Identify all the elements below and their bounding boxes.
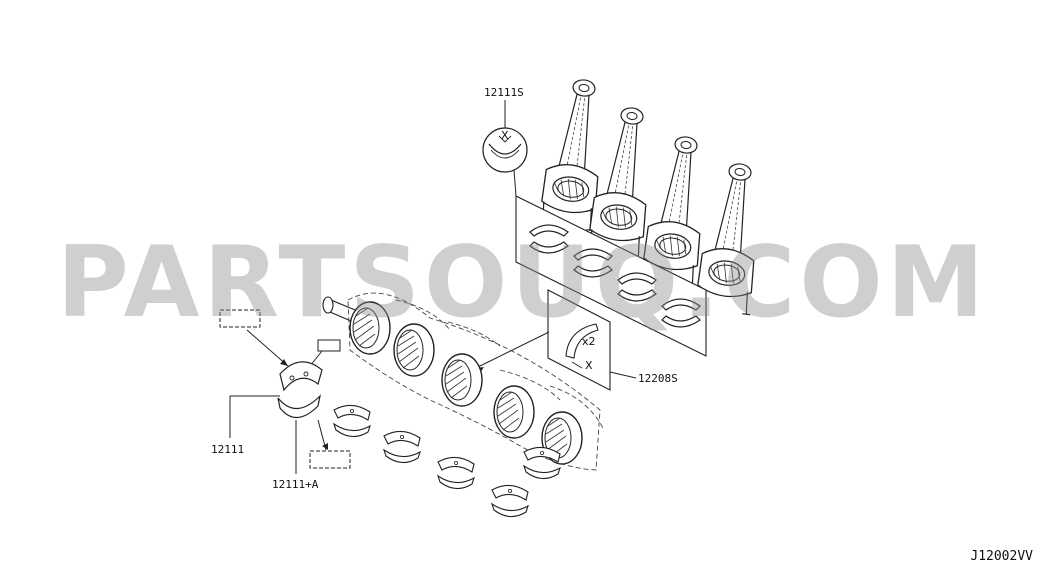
- rod-bearing-set-label: 12111S: [484, 86, 524, 99]
- main-bearing-shell-1: [333, 404, 371, 438]
- rod-bearing-set-box: [515, 195, 707, 357]
- crank-journal-1: [349, 301, 391, 355]
- thrust-washer-qty: x2: [582, 335, 596, 348]
- crank-journal-2: [393, 323, 435, 377]
- main-bearing-lower-label: 12111+A: [272, 478, 319, 491]
- main-bearing-detail: 12111 12111+A: [211, 309, 351, 491]
- crank-journal-3: [441, 353, 483, 407]
- bearing-x-mark: X: [501, 129, 509, 142]
- main-bearing-shell-3: [437, 456, 475, 490]
- thrust-washer-mark: X: [585, 359, 593, 372]
- rod-bearing-callout: 12111S X: [482, 86, 528, 197]
- crank-journal-4: [493, 385, 535, 439]
- main-bearing-shell-2: [383, 430, 421, 464]
- main-bearing-shell-4: [491, 484, 529, 518]
- crankshaft: [322, 292, 605, 471]
- thrust-washer-set-label: 12208S: [638, 372, 678, 385]
- main-bearing-upper-label: 12111: [211, 443, 244, 456]
- thrust-washer-inset: x2 X 12208S: [475, 289, 678, 391]
- diagram-code: J12002VV: [970, 549, 1033, 564]
